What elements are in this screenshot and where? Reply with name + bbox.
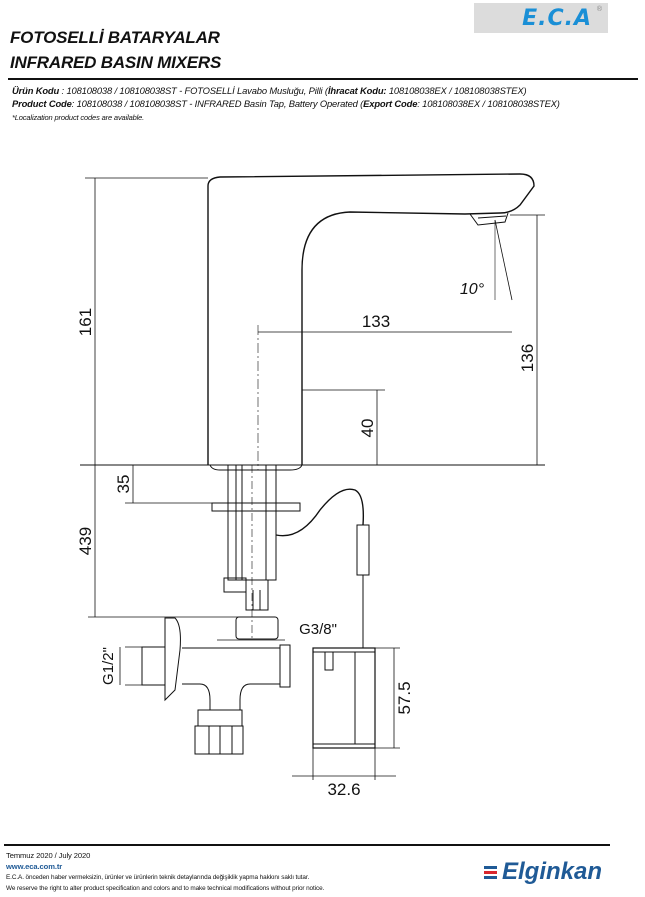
- footer-date: Temmuz 2020 / July 2020: [6, 851, 91, 860]
- dim-575: 57.5: [395, 681, 414, 714]
- sensor-cable: [275, 488, 365, 537]
- dim-40: 40: [358, 419, 377, 438]
- connector: [356, 524, 370, 576]
- title-tr: FOTOSELLİ BATARYALAR: [10, 28, 220, 47]
- dim-326: 32.6: [327, 780, 360, 799]
- product-code-en: Product Code: 108108038 / 108108038ST - …: [12, 98, 560, 109]
- dim-g12: G1/2": [100, 647, 117, 685]
- localization-note: *Localization product codes are availabl…: [12, 113, 145, 122]
- sensor: [469, 212, 509, 226]
- angle-valve: [164, 617, 181, 702]
- dim-133: 133: [362, 312, 390, 331]
- dim-g38: G3/8": [299, 621, 337, 638]
- dim-161: 161: [76, 308, 95, 336]
- nut: [235, 616, 279, 640]
- elginkan-logo: Elginkan: [484, 858, 602, 886]
- dim-angle: 10°: [460, 281, 485, 298]
- header-divider: [8, 78, 638, 80]
- eca-logo: E.C.A®: [474, 3, 608, 33]
- product-code-tr: Ürün Kodu : 108108038 / 108108038ST - FO…: [12, 85, 527, 96]
- footer-url[interactable]: www.eca.com.tr: [6, 862, 63, 871]
- disclaimer-en: We reserve the right to alter product sp…: [6, 885, 325, 892]
- dim-35: 35: [114, 475, 133, 494]
- mounting-plate: [211, 502, 301, 512]
- battery-box: [312, 647, 376, 749]
- dim-136: 136: [518, 344, 537, 372]
- faucet-body: [207, 173, 535, 465]
- elginkan-mark-icon: [484, 865, 497, 879]
- dim-439: 439: [76, 527, 95, 555]
- footer-divider: [4, 844, 610, 846]
- title-en: INFRARED BASIN MIXERS: [10, 53, 222, 72]
- disclaimer-tr: E.C.A. önceden haber vermeksizin, ürünle…: [6, 874, 310, 881]
